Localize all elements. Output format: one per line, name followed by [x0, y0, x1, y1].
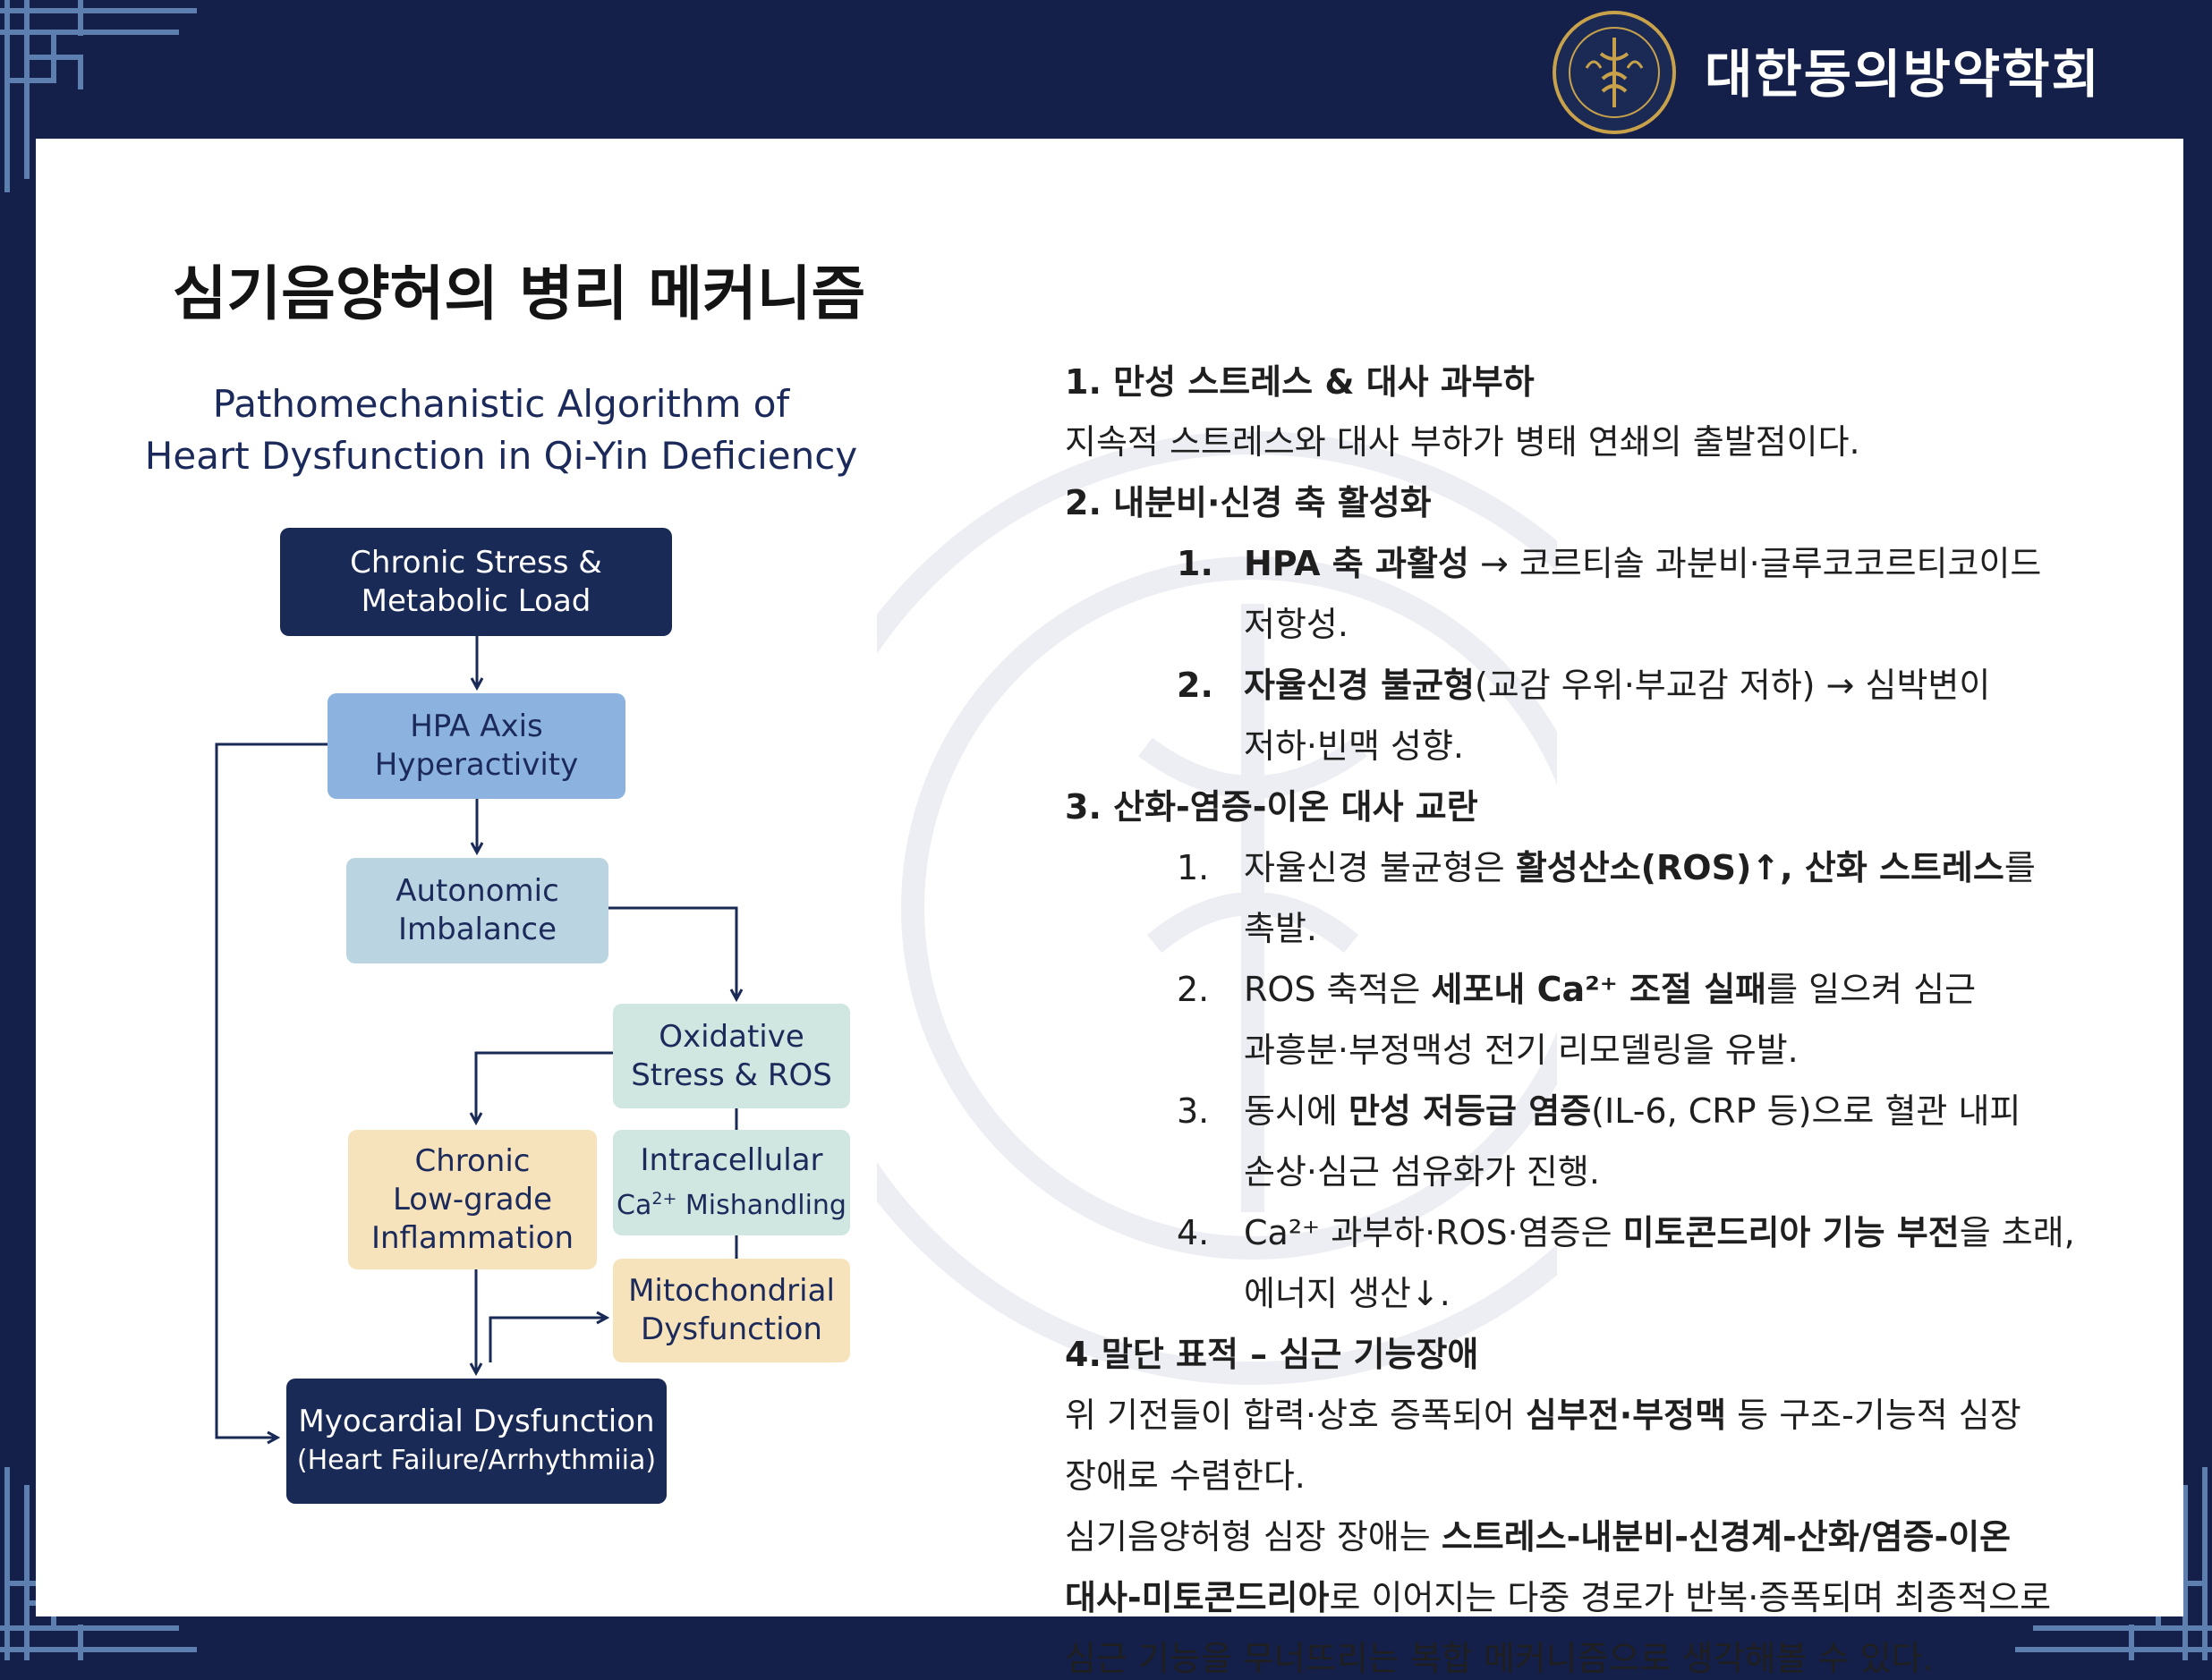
content-panel: 심기음양허의 병리 메커니즘 Pathomechanistic Algorith…	[36, 139, 2183, 1678]
list-item: HPA 축 과활성 → 코르티솔 과분비·글루코코르티코이드	[1244, 544, 2042, 583]
list-item-continuation: 저항성.	[1244, 605, 1348, 644]
list-item-continuation: 촉발.	[1244, 909, 1317, 948]
section-4-body-continuation: 장애로 수렴한다.	[1065, 1456, 1306, 1496]
seal-watermark-icon	[877, 431, 1557, 1385]
section-2-heading: 2. 내분비·신경 축 활성화	[1065, 483, 1432, 522]
summary-line-3: 심근 기능을 무너뜨리는 복합 메커니즘으로 생각해볼 수 있다.	[1065, 1639, 1934, 1678]
summary-line-2: 대사-미토콘드리아로 이어지는 다중 경로가 반복·증폭되며 최종적으로	[1065, 1578, 2052, 1617]
arrow-autonomic-to-oxidative	[608, 906, 736, 999]
list-number: 2.	[1177, 970, 1210, 1009]
section-3-heading: 3. 산화-염증-이온 대사 교란	[1065, 787, 1478, 827]
list-item: ROS 축적은 세포내 Ca²⁺ 조절 실패를 일으켜 심근	[1244, 970, 1977, 1009]
page-subtitle: Pathomechanistic Algorithm of Heart Dysf…	[89, 378, 913, 482]
summary-line-1: 심기음양허형 심장 장애는 스트레스-내분비-신경계-산화/염증-이온	[1065, 1517, 2012, 1557]
flow-box-intracellular-calcium: Intracellular Ca2+ Mishandling	[613, 1130, 850, 1235]
list-number: 2.	[1177, 666, 1213, 705]
arrow-to-mitochondria	[489, 1318, 607, 1362]
list-item: Ca²⁺ 과부하·ROS·염증은 미토콘드리아 기능 부전을 초래,	[1244, 1213, 2075, 1252]
subtitle-line-1: Pathomechanistic Algorithm of	[212, 382, 790, 426]
list-number: 1.	[1177, 848, 1210, 887]
list-number: 1.	[1177, 544, 1213, 583]
header-bar: 대한동의방약학회	[0, 0, 2212, 139]
page-title: 심기음양허의 병리 메커니즘	[172, 259, 866, 328]
list-item: 자율신경 불균형(교감 우위·부교감 저하) → 심박변이	[1244, 666, 1991, 705]
list-number: 3.	[1177, 1091, 1210, 1131]
section-1-heading: 1. 만성 스트레스 & 대사 과부하	[1065, 362, 1535, 402]
section-1-body: 지속적 스트레스와 대사 부하가 병태 연쇄의 출발점이다.	[1065, 422, 1860, 462]
list-item: 동시에 만성 저등급 염증(IL-6, CRP 등)으로 혈관 내피	[1244, 1091, 2021, 1131]
society-seal-logo	[1553, 11, 1676, 134]
subtitle-line-2: Heart Dysfunction in Qi-Yin Deficiency	[144, 434, 858, 478]
brand-name: 대한동의방약학회	[1705, 44, 2101, 105]
list-item: 자율신경 불균형은 활성산소(ROS)↑, 산화 스트레스를	[1244, 848, 2036, 887]
list-number: 4.	[1177, 1213, 1210, 1252]
flowchart-connectors	[215, 636, 1020, 1616]
list-item-continuation: 에너지 생산↓.	[1244, 1274, 1451, 1313]
section-4-heading: 4.말단 표적 – 심근 기능장애	[1065, 1335, 1479, 1374]
list-item-continuation: 손상·심근 섬유화가 진행.	[1244, 1152, 1600, 1192]
list-item-continuation: 과흥분·부정맥성 전기 리모델링을 유발.	[1244, 1031, 1799, 1070]
arrow-hpa-to-myocardial-feedback	[215, 742, 328, 1438]
list-item-continuation: 저하·빈맥 성향.	[1244, 726, 1464, 766]
flow-box-myocardial-dysfunction: Myocardial Dysfunction(Heart Failure/Arr…	[286, 1379, 667, 1504]
arrow-oxidative-to-inflammation	[476, 1051, 613, 1123]
flow-box-chronic-stress: Chronic Stress &Metabolic Load	[280, 528, 672, 636]
section-4-body: 위 기전들이 합력·상호 증폭되어 심부전·부정맥 등 구조-기능적 심장	[1065, 1396, 2021, 1435]
